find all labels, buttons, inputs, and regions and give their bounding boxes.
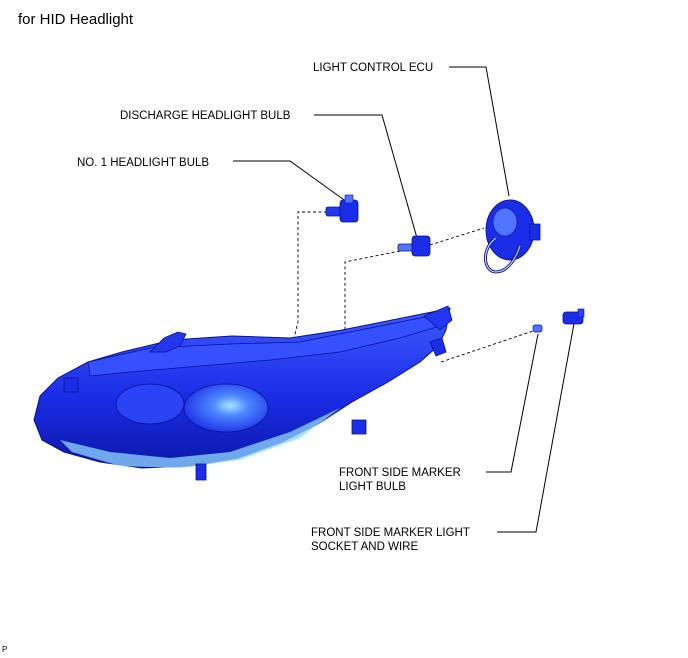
- discharge-headlight-bulb: [397, 235, 431, 257]
- path-no1-bulb: [291, 211, 327, 347]
- headlight-mount-left: [63, 377, 79, 393]
- front-side-marker-light-bulb: [532, 324, 543, 333]
- label-line: SOCKET AND WIRE: [311, 541, 419, 553]
- light-control-ecu: [484, 199, 541, 274]
- headlight-socket-port: [429, 337, 447, 357]
- leader-discharge-bulb: [314, 114, 418, 239]
- leader-marker-socket: [497, 317, 576, 533]
- headlight-reflector: [115, 383, 185, 425]
- leader-light-control-ecu: [449, 66, 510, 197]
- headlight-bracket-rear: [423, 305, 453, 331]
- headlight-lower-trim: [60, 408, 340, 468]
- label-line: FRONT SIDE MARKER: [339, 467, 461, 479]
- label-discharge-headlight-bulb: DISCHARGE HEADLIGHT BULB: [120, 110, 291, 122]
- headlight-mount-right: [351, 419, 367, 435]
- label-line: FRONT SIDE MARKER LIGHT: [311, 527, 470, 539]
- headlight-mount-bottom: [195, 463, 207, 481]
- headlight-bracket-top: [149, 331, 187, 353]
- leader-marker-bulb: [486, 333, 539, 473]
- path-marker: [440, 329, 537, 363]
- label-no1-headlight-bulb: NO. 1 HEADLIGHT BULB: [77, 157, 210, 169]
- front-side-marker-socket: [562, 308, 585, 325]
- corner-mark: P: [2, 645, 8, 654]
- no1-headlight-bulb: [325, 194, 359, 223]
- path-ecu: [429, 227, 485, 246]
- leader-lines: [233, 66, 576, 533]
- leader-no1-bulb: [233, 160, 348, 203]
- label-line: LIGHT BULB: [339, 481, 406, 493]
- label-light-control-ecu: LIGHT CONTROL ECU: [313, 62, 434, 74]
- label-front-side-marker-light-bulb: FRONT SIDE MARKER LIGHT BULB: [339, 466, 461, 494]
- label-front-side-marker-socket: FRONT SIDE MARKER LIGHT SOCKET AND WIRE: [311, 526, 470, 554]
- headlight-assembly: [33, 305, 453, 481]
- diagram-title: for HID Headlight: [18, 11, 134, 28]
- headlight-lens: [183, 383, 269, 433]
